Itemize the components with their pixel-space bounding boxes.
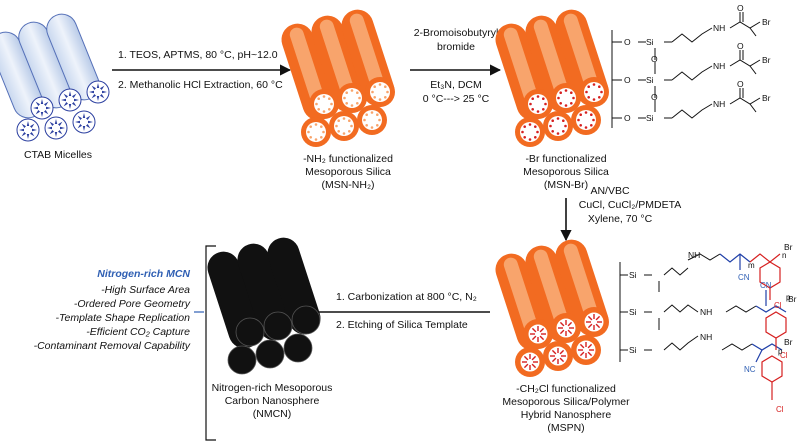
mspn-structure <box>619 253 757 362</box>
si-atom: Si <box>629 345 637 355</box>
nh-group: NH <box>713 23 725 33</box>
msn-br-label-line1: -Br functionalized <box>525 153 606 165</box>
br-atom: Br <box>784 242 793 252</box>
subscript-p: p <box>786 293 791 302</box>
step2-line1: 2-Bromoisobutyryl <box>414 27 499 39</box>
msn-br-structure <box>611 12 761 128</box>
step3-line3: Xylene, 70 °C <box>588 213 653 225</box>
o-atom: O <box>737 79 744 89</box>
msn-nh2-label-line1: -NH₂ functionalized <box>303 153 393 165</box>
si-atom: Si <box>629 307 637 317</box>
micelle-cross-section <box>16 118 40 142</box>
step2-line4: 0 °C---> 25 °C <box>423 93 490 105</box>
o-atom: O <box>651 54 658 64</box>
nmcn-label-line2: Carbon Nanosphere <box>225 395 320 407</box>
step1-line2: 2. Methanolic HCl Extraction, 60 °C <box>118 79 283 91</box>
br-atom: Br <box>762 55 771 65</box>
nh-group: NH <box>700 332 712 342</box>
si-atom: Si <box>646 75 654 85</box>
nh-group: NH <box>700 307 712 317</box>
ctab-label: CTAB Micelles <box>24 149 92 161</box>
msn-br-illustration <box>495 9 609 147</box>
step2-line2: bromide <box>437 41 475 53</box>
o-atom: O <box>624 113 631 123</box>
br-atom: Br <box>788 294 797 304</box>
si-atom: Si <box>629 270 637 280</box>
si-atom: Si <box>646 37 654 47</box>
cn-group: CN <box>760 281 772 290</box>
step3-line1: AN/VBC <box>590 185 630 197</box>
nh-group: NH <box>713 61 725 71</box>
msn-br-label-line3: (MSN-Br) <box>544 179 588 191</box>
mspn-polymer-chains <box>719 253 787 400</box>
micelle-cross-section <box>72 110 96 134</box>
property-item: -Contaminant Removal Capability <box>34 340 191 352</box>
step4-line1: 1. Carbonization at 800 °C, N₂ <box>336 291 477 303</box>
nh-group: NH <box>688 250 700 260</box>
nmcn-illustration <box>207 237 321 375</box>
micelle-cross-section <box>58 88 82 112</box>
msn-br-structure-labels: O Si O Si O Si O O NH NH NH O O O Br Br … <box>624 3 771 123</box>
step3-line2: CuCl, CuCl₂/PMDETA <box>579 199 681 211</box>
o-atom: O <box>737 41 744 51</box>
o-atom: O <box>737 3 744 13</box>
cn-group: CN <box>738 273 750 282</box>
ctab-micelles-illustration <box>0 13 110 142</box>
nh-group: NH <box>713 99 725 109</box>
step4-line2: 2. Etching of Silica Template <box>336 319 468 331</box>
mspn-label-line2: Mesoporous Silica/Polymer <box>502 396 630 408</box>
br-atom: Br <box>762 93 771 103</box>
properties-heading: Nitrogen-rich MCN <box>97 268 190 280</box>
nc-group: NC <box>744 365 756 374</box>
cl-atom: Cl <box>776 405 784 414</box>
o-atom: O <box>651 92 658 102</box>
nmcn-label-line3: (NMCN) <box>253 408 292 420</box>
property-item: -Efficient CO₂ Capture <box>86 326 190 338</box>
micelle-cross-section <box>86 80 110 104</box>
cl-atom: Cl <box>780 351 788 360</box>
micelle-cross-section <box>30 96 54 120</box>
msn-nh2-label-line2: Mesoporous Silica <box>305 166 391 178</box>
micelle-cross-section <box>44 116 68 140</box>
o-atom: O <box>624 37 631 47</box>
subscript-m: m <box>748 261 755 270</box>
mspn-illustration <box>495 239 609 377</box>
msn-nh2-label-line3: (MSN-NH₂) <box>321 179 374 191</box>
property-item: -Ordered Pore Geometry <box>74 298 191 310</box>
step1-line1: 1. TEOS, APTMS, 80 °C, pH~12.0 <box>118 49 278 61</box>
msn-nh2-illustration <box>281 9 395 147</box>
property-item: -Template Shape Replication <box>56 312 191 324</box>
nmcn-label-line1: Nitrogen-rich Mesoporous <box>212 382 333 394</box>
o-atom: O <box>624 75 631 85</box>
cl-atom: Cl <box>774 301 782 310</box>
step2-line3: Et₃N, DCM <box>430 79 482 91</box>
br-atom: Br <box>762 17 771 27</box>
mspn-label-line3: Hybrid Nanosphere <box>521 409 612 421</box>
subscript-p: p <box>778 347 783 356</box>
si-atom: Si <box>646 113 654 123</box>
br-atom: Br <box>784 337 793 347</box>
mspn-structure-labels: Si Si Si NH NH NH Br Br Br CN CN NC Cl C… <box>629 242 797 414</box>
mspn-label-line1: -CH₂Cl functionalized <box>516 383 616 395</box>
property-item: -High Surface Area <box>101 284 190 296</box>
subscript-n: n <box>782 251 786 260</box>
mspn-label-line4: (MSPN) <box>547 422 584 434</box>
properties-bracket <box>205 245 216 441</box>
msn-br-label-line2: Mesoporous Silica <box>523 166 609 178</box>
